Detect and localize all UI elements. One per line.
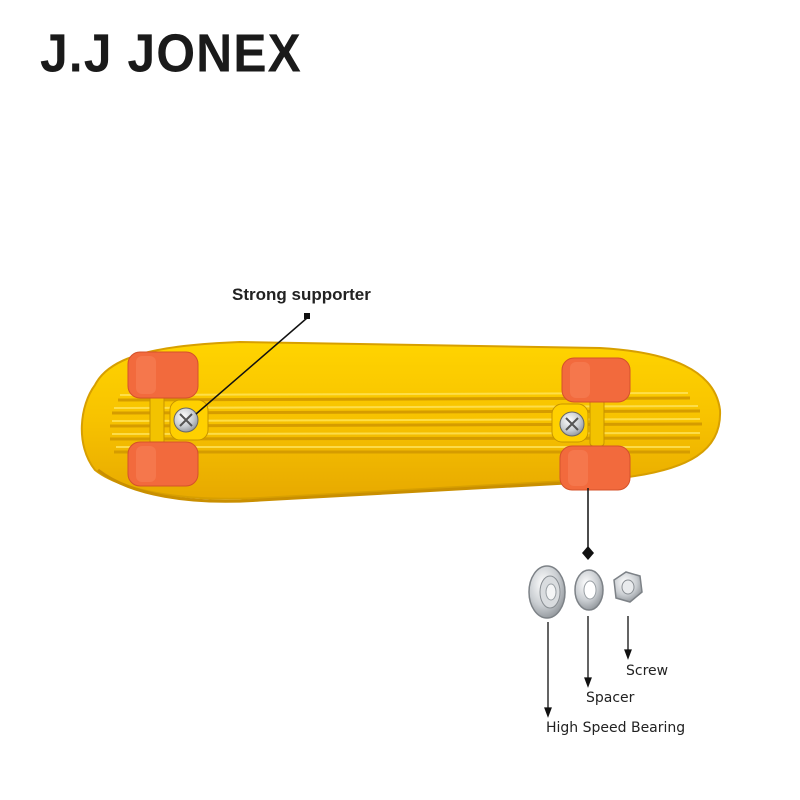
wheel-left-bottom <box>127 441 199 487</box>
callout-spacer: Spacer <box>586 690 635 706</box>
callout-screw: Screw <box>626 663 669 679</box>
label-arrows <box>544 616 632 718</box>
spacer-icon <box>574 569 604 611</box>
bearing-icon <box>528 565 566 619</box>
screw-nut-icon <box>613 571 643 603</box>
brand-logo: J.J JONEX <box>40 23 302 84</box>
hardware-leader <box>582 488 594 560</box>
wheel-left-top <box>127 351 199 399</box>
wheel-right-top <box>561 357 631 403</box>
callout-high-speed-bearing: High Speed Bearing <box>546 720 686 736</box>
callout-strong-supporter: Strong supporter <box>232 285 371 304</box>
truck-left <box>149 394 209 446</box>
wheel-right-bottom <box>559 445 631 491</box>
supporter-leader <box>195 313 310 415</box>
truck-right <box>551 397 605 447</box>
